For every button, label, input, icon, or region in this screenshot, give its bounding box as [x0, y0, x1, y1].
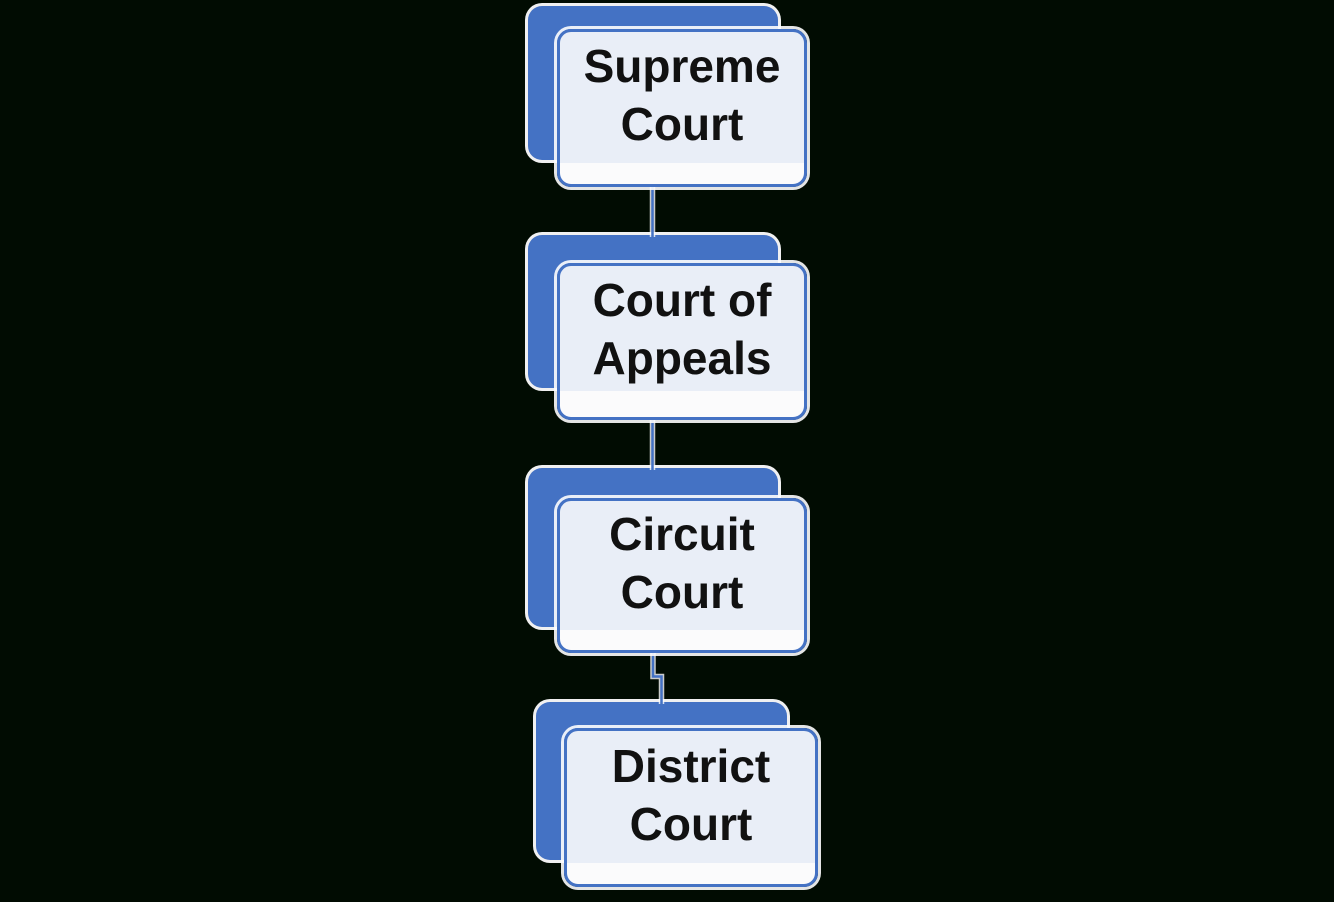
node-label: Supreme Court: [560, 32, 804, 184]
node-label: Circuit Court: [560, 501, 804, 650]
node-label-line: Court: [620, 98, 744, 150]
node-label-line: Supreme: [583, 40, 781, 92]
flowchart-node-supreme-court: Supreme Court: [557, 29, 807, 187]
node-label-line: Court: [629, 797, 753, 850]
node-label-line: Appeals: [592, 331, 772, 384]
flowchart-node-court-of-appeals: Court of Appeals: [557, 263, 807, 420]
node-label: Court of Appeals: [560, 266, 804, 417]
node-label-line: Court of: [592, 273, 772, 326]
node-label-line: Court: [620, 565, 744, 618]
flowchart-node-district-court: District Court: [564, 728, 818, 887]
node-label-line: District: [611, 739, 771, 792]
flowchart-node-circuit-court: Circuit Court: [557, 498, 807, 653]
node-label: District Court: [567, 731, 815, 884]
node-label-line: Circuit: [609, 507, 755, 560]
